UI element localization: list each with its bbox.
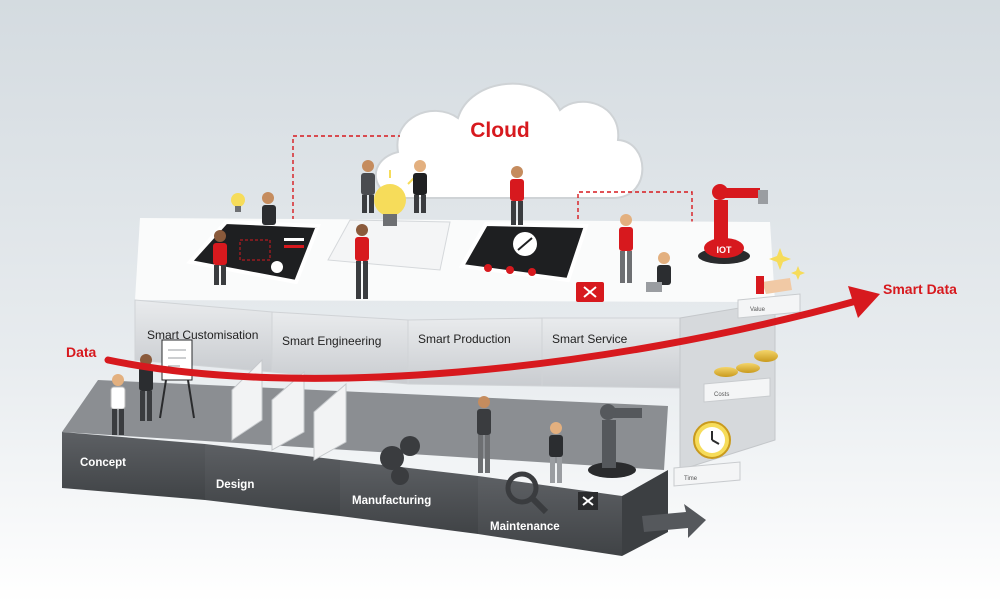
person-figure bbox=[619, 214, 633, 283]
iot-badge-label: IOT bbox=[717, 245, 733, 255]
output-arrow bbox=[642, 504, 706, 538]
magnifier-icon bbox=[505, 471, 549, 515]
side-label-value: Value bbox=[750, 307, 766, 313]
top-label-smart-service: Smart Service bbox=[552, 332, 628, 346]
person-figure bbox=[549, 422, 563, 483]
sparkle-icon bbox=[769, 248, 805, 280]
gear-icon bbox=[380, 436, 420, 485]
person-figure bbox=[262, 192, 276, 225]
coins-icon bbox=[714, 350, 778, 377]
side-step-costs: Costs bbox=[703, 377, 771, 403]
bottom-label-design: Design bbox=[216, 479, 254, 491]
person-figure bbox=[413, 160, 427, 213]
production-screen bbox=[458, 221, 589, 283]
person-figure bbox=[646, 252, 671, 292]
toolbox-icon bbox=[578, 492, 598, 510]
data-end-label: Smart Data bbox=[883, 281, 957, 297]
top-label-smart-production: Smart Production bbox=[418, 332, 511, 346]
bottom-label-manufacturing: Manufacturing bbox=[352, 495, 431, 507]
side-label-time: Time bbox=[684, 476, 698, 482]
toolbox-icon bbox=[576, 282, 604, 302]
bottom-label-maintenance: Maintenance bbox=[490, 521, 560, 533]
robot-arm-icon bbox=[588, 404, 642, 478]
hand-icon bbox=[756, 276, 792, 294]
cloud-icon: Cloud bbox=[374, 82, 644, 199]
person-figure bbox=[213, 230, 227, 285]
bottom-label-concept: Concept bbox=[80, 457, 126, 469]
person-figure bbox=[355, 224, 369, 299]
side-step-value: Value bbox=[737, 293, 801, 319]
side-label-costs: Costs bbox=[714, 392, 729, 398]
data-arrow bbox=[104, 286, 880, 382]
cloud-connectors bbox=[292, 135, 693, 226]
bottom-layer-platform bbox=[62, 380, 668, 556]
side-step-time: Time bbox=[673, 461, 741, 487]
person-figure bbox=[110, 374, 126, 435]
person-figure bbox=[361, 160, 375, 213]
top-label-smart-engineering: Smart Engineering bbox=[282, 334, 381, 348]
lightbulb-icon bbox=[231, 193, 245, 212]
cloud-label: Cloud bbox=[470, 119, 529, 142]
clock-icon bbox=[693, 421, 731, 459]
person-figure bbox=[510, 166, 524, 225]
data-start-label: Data bbox=[66, 344, 97, 360]
person-figure bbox=[477, 396, 491, 473]
robot-arm-icon: IOT bbox=[698, 184, 768, 264]
top-label-smart-customisation: Smart Customisation bbox=[147, 328, 258, 342]
